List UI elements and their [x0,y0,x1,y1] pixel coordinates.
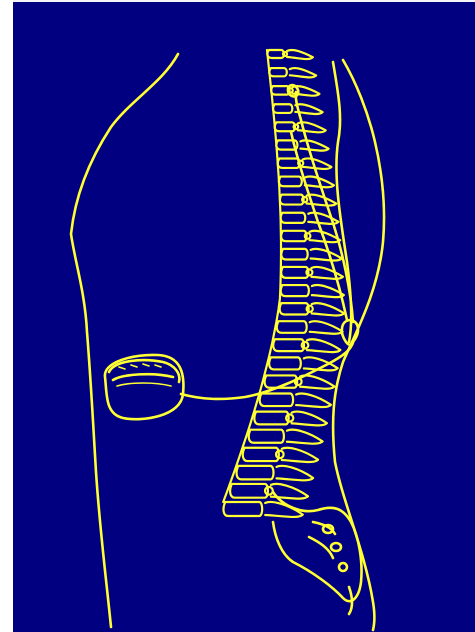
pulse-generator [105,355,184,419]
vertebra-body [281,267,308,278]
vertebra-body [243,448,279,461]
vertebra-body [269,68,287,76]
vertebra-body [278,158,300,167]
vertebra-body [267,50,284,58]
vertebra-body [273,104,292,113]
spinous-process [300,375,334,388]
spinous-process [307,339,340,352]
vertebra-body [260,394,293,407]
vertebra-body [230,484,268,498]
vertebra-body [275,122,295,131]
spinous-process [296,394,331,408]
spinous-process [292,412,327,426]
spine-illustration [13,2,475,632]
spinous-process [311,267,343,279]
lead-branch [296,92,353,322]
anterior-spine-line [223,50,281,502]
spinous-process [287,430,323,444]
vertebra-body [249,430,284,443]
vertebra-body [281,249,307,260]
spinous-process [300,140,328,150]
vertebra-body [281,285,309,296]
vertebra-body [237,466,274,480]
spinous-process [282,448,318,462]
spinous-process [312,303,344,315]
vertebra-body [280,303,309,314]
spinous-process [310,321,343,334]
spinous-process [311,249,342,261]
vertebra-body [269,357,301,369]
spinous-process [271,484,308,499]
vertebra-body [224,502,263,516]
spinous-process [290,68,316,77]
vertebra-body [273,339,304,351]
vertebra-body [279,177,302,187]
spinous-process [287,50,313,59]
vertebra-body [277,321,307,333]
vertebra-body [281,213,306,223]
page-margin [0,0,13,632]
vertebra-body [254,412,288,425]
torso-front-outline [71,54,178,627]
illustration-panel [13,2,475,632]
vertebra-body [280,195,304,205]
spinous-process [277,466,314,480]
vertebral-column [223,50,344,517]
spinous-process [303,158,332,168]
vertebra-body [281,231,306,241]
